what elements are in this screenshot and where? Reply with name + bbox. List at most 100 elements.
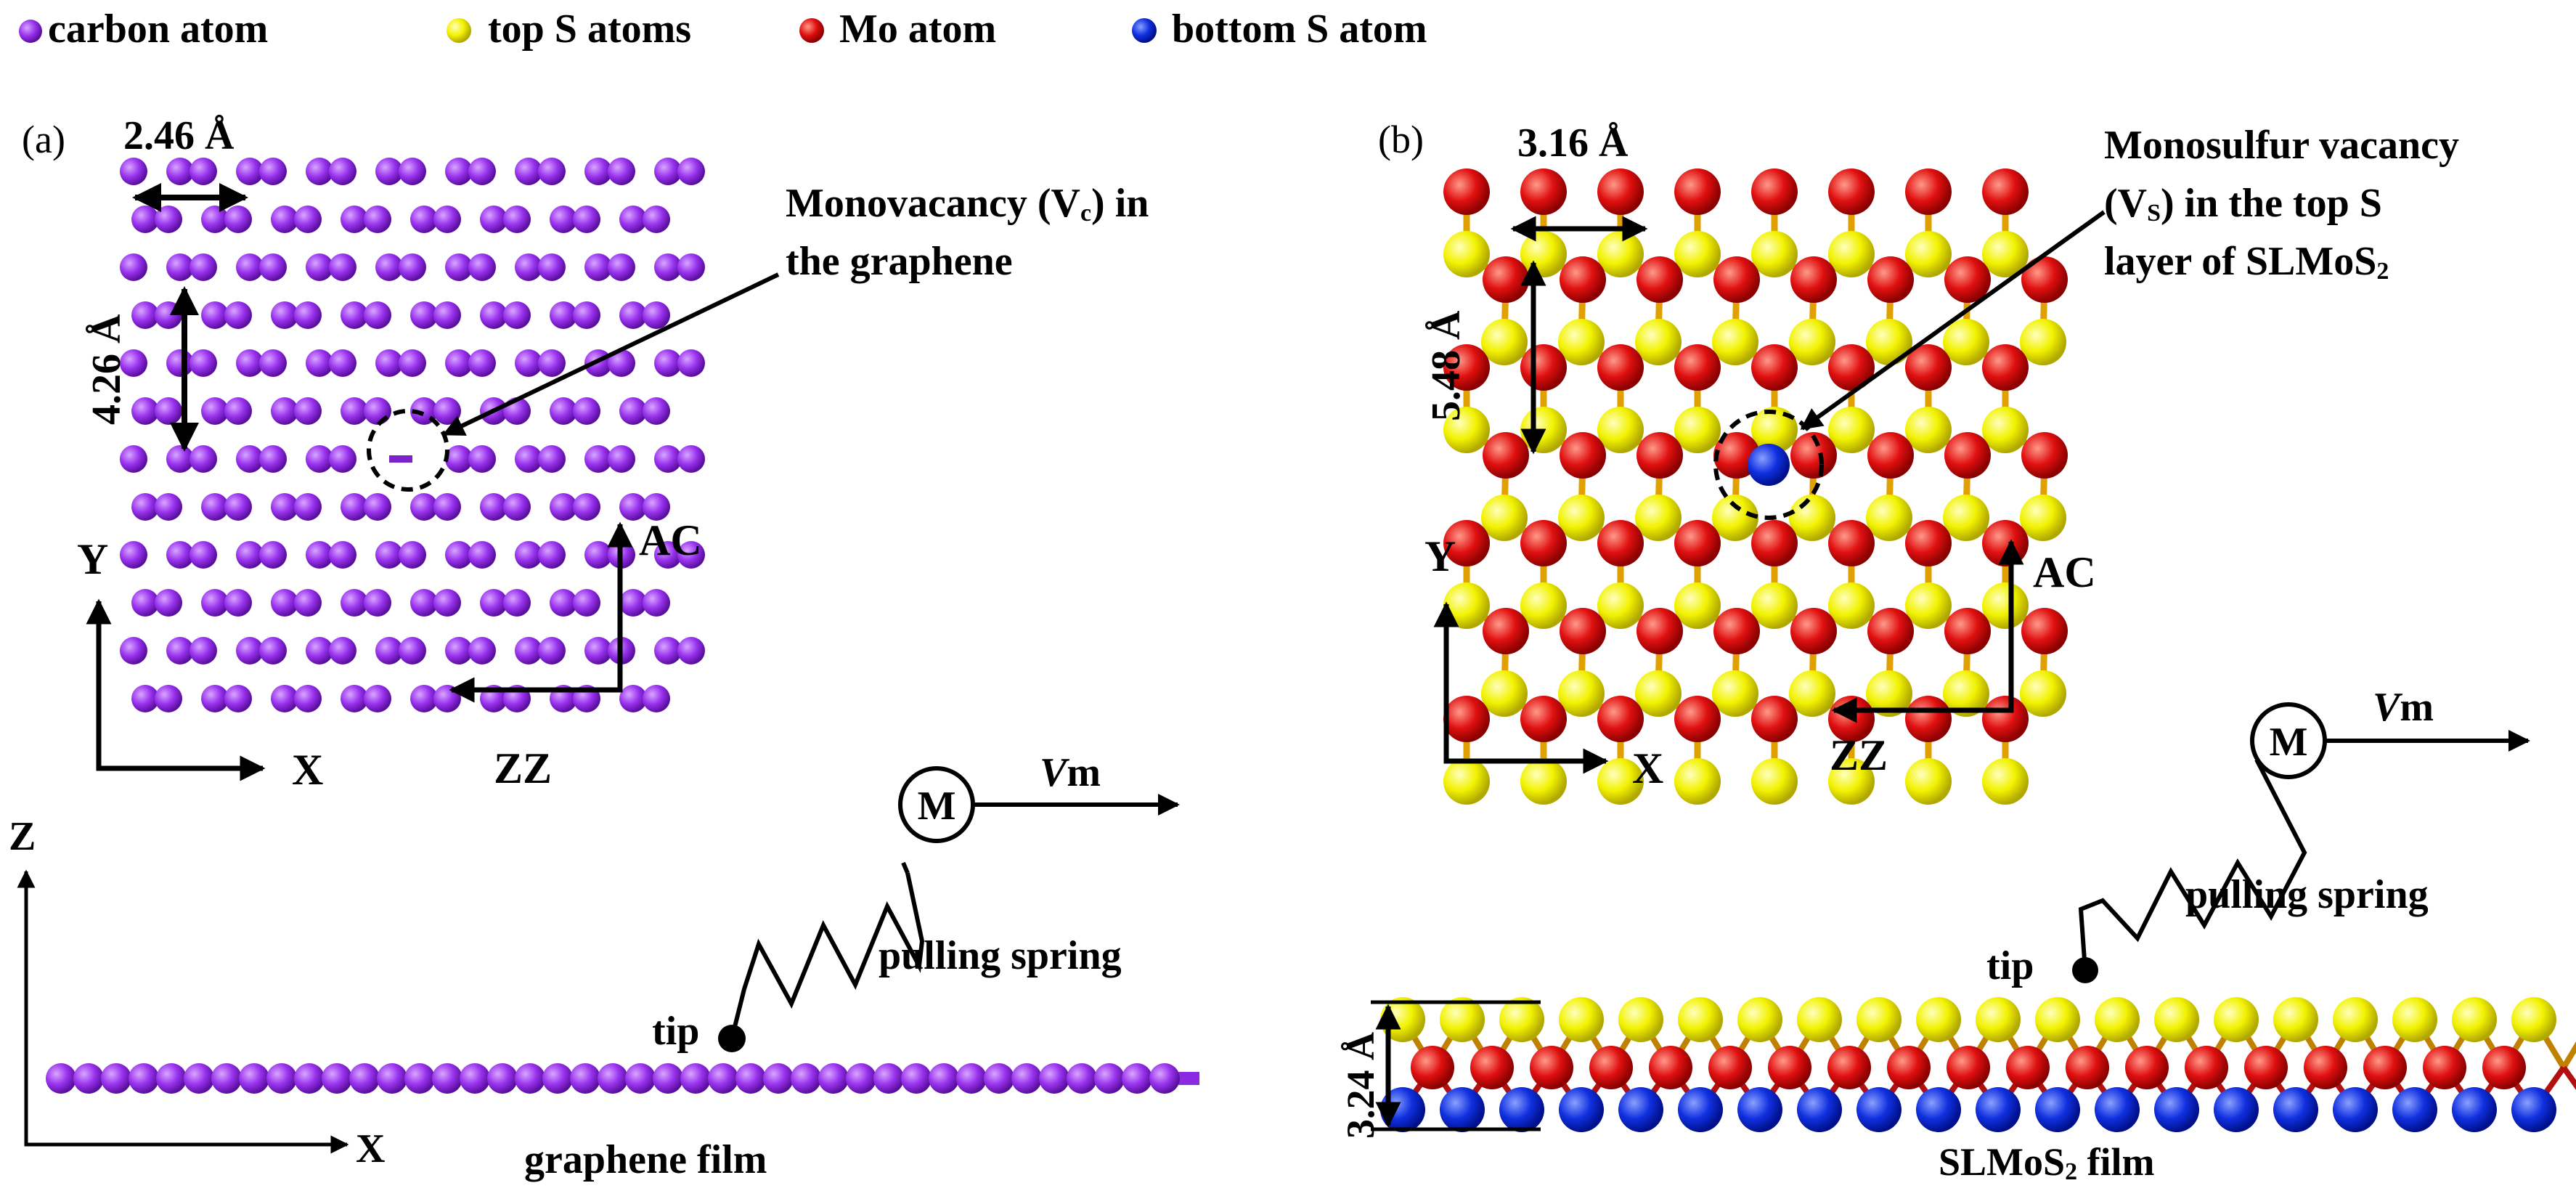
carbon-atom (538, 349, 566, 377)
bottom-s-atom-side (1856, 1087, 1902, 1132)
top-s-atom (1520, 582, 1567, 629)
vacancy-pointer-arrow (442, 272, 780, 436)
carbon-atom-side (598, 1063, 628, 1094)
mo-atom (1674, 696, 1721, 742)
carbon-atom (120, 253, 147, 281)
carbon-atom (375, 541, 403, 569)
spring-b-render (2081, 763, 2280, 970)
carbon-atom (236, 445, 264, 473)
bottom-s-atom-side (2214, 1087, 2259, 1132)
carbon-atom (306, 253, 333, 281)
axis-z-x-arrows (17, 869, 349, 1154)
carbon-atom (341, 301, 368, 329)
top-s-atom (2020, 495, 2066, 541)
top-s-atom (1674, 407, 1721, 453)
legend-item-mo: Mo atom (799, 7, 996, 52)
carbon-atom (166, 253, 194, 281)
carbon-atom (259, 637, 287, 664)
spring-label-b: pulling spring (2185, 872, 2429, 917)
top-s-atom-side (2273, 997, 2318, 1042)
mo-atom (1674, 520, 1721, 566)
carbon-atom (480, 493, 508, 521)
top-s-atom (1905, 407, 1952, 453)
carbon-atom (375, 158, 403, 185)
top-s-atom (1520, 758, 1567, 805)
carbon-atom (677, 637, 705, 664)
carbon-atom (341, 493, 368, 521)
top-s-atom (1982, 582, 2029, 629)
carbon-atom (643, 589, 670, 617)
carbon-atom (155, 493, 182, 521)
direction-label-ac-b: AC (2033, 548, 2096, 596)
bottom-s-atom-side (1499, 1087, 1544, 1132)
carbon-atom (550, 493, 577, 521)
carbon-atom (399, 349, 426, 377)
bottom-s-atom-side (2273, 1087, 2318, 1132)
mo-atom (1828, 168, 1875, 215)
carbon-atom-side (432, 1063, 462, 1094)
carbon-atom (619, 493, 647, 521)
mo-atom-side (1649, 1046, 1692, 1089)
carbon-atom (445, 445, 473, 473)
mo-atom (2021, 256, 2068, 303)
bottom-s-atom-side (2035, 1087, 2080, 1132)
carbon-atom (329, 158, 356, 185)
bottom-s-atom-side (2333, 1087, 2378, 1132)
carbon-atom (584, 445, 612, 473)
legend-item-bottom-s: bottom S atom (1132, 7, 1427, 52)
carbon-atom-side (266, 1063, 297, 1094)
mo-atom-side (2185, 1046, 2228, 1089)
carbon-atom-side (156, 1063, 187, 1094)
carbon-atom (399, 158, 426, 185)
top-s-atom-side (2214, 997, 2259, 1042)
carbon-atom-side (46, 1063, 76, 1094)
mo-atom (1713, 608, 1760, 654)
bottom-s-atom-side (1737, 1087, 1782, 1132)
carbon-atom-side (211, 1063, 242, 1094)
velocity-label: Vm (1040, 750, 1101, 795)
carbon-atom (364, 685, 391, 712)
top-s-atom (1520, 407, 1567, 453)
ac-zz-arrows (449, 521, 633, 703)
graphene-vacancy-circle (367, 409, 449, 492)
carbon-atom (341, 397, 368, 425)
mo-atom (1520, 344, 1567, 391)
mo-atom (1560, 608, 1606, 654)
axis-label-x-b: X (1632, 744, 1663, 792)
side-bond (2561, 1041, 2576, 1070)
carbon-atom (236, 541, 264, 569)
carbon-atom (677, 158, 705, 185)
carbon-atom (515, 158, 542, 185)
panel-a: (a) 2.46 Å 4.26 Å Monovacancy (Vc) in th… (9, 113, 1199, 1182)
carbon-atom-side (791, 1063, 821, 1094)
carbon-atom-side (625, 1063, 656, 1094)
carbon-atom (468, 637, 496, 664)
carbon-atom (120, 349, 147, 377)
film-label-b: SLMoS2 film (1939, 1140, 2155, 1185)
carbon-atom (294, 206, 322, 233)
graphene-lattice-top-view (120, 158, 705, 712)
graphene-film-side-view (46, 1063, 1199, 1094)
mo-atom (1867, 256, 1914, 303)
carbon-atom-side (487, 1063, 518, 1094)
carbon-atom (364, 301, 391, 329)
mo-atom (1905, 520, 1952, 566)
mo-atom-side (1768, 1046, 1811, 1089)
carbon-atom (433, 589, 461, 617)
axis-label-x: X (292, 746, 323, 794)
top-s-atom (1481, 670, 1528, 717)
mos2-vacancy-circle (1713, 410, 1824, 520)
carbon-atom (166, 158, 194, 185)
carbon-atom-side (929, 1063, 959, 1094)
carbon-atom-side (570, 1063, 600, 1094)
carbon-atom (677, 445, 705, 473)
top-s-atom (1905, 758, 1952, 805)
carbon-atom (236, 158, 264, 185)
top-s-atom-side (2392, 997, 2437, 1042)
carbon-atom (271, 301, 298, 329)
carbon-atom (271, 397, 298, 425)
legend-label-mo: Mo atom (839, 7, 996, 52)
carbon-atom (155, 397, 182, 425)
mo-atom (1597, 520, 1644, 566)
mo-atom (1483, 432, 1529, 479)
